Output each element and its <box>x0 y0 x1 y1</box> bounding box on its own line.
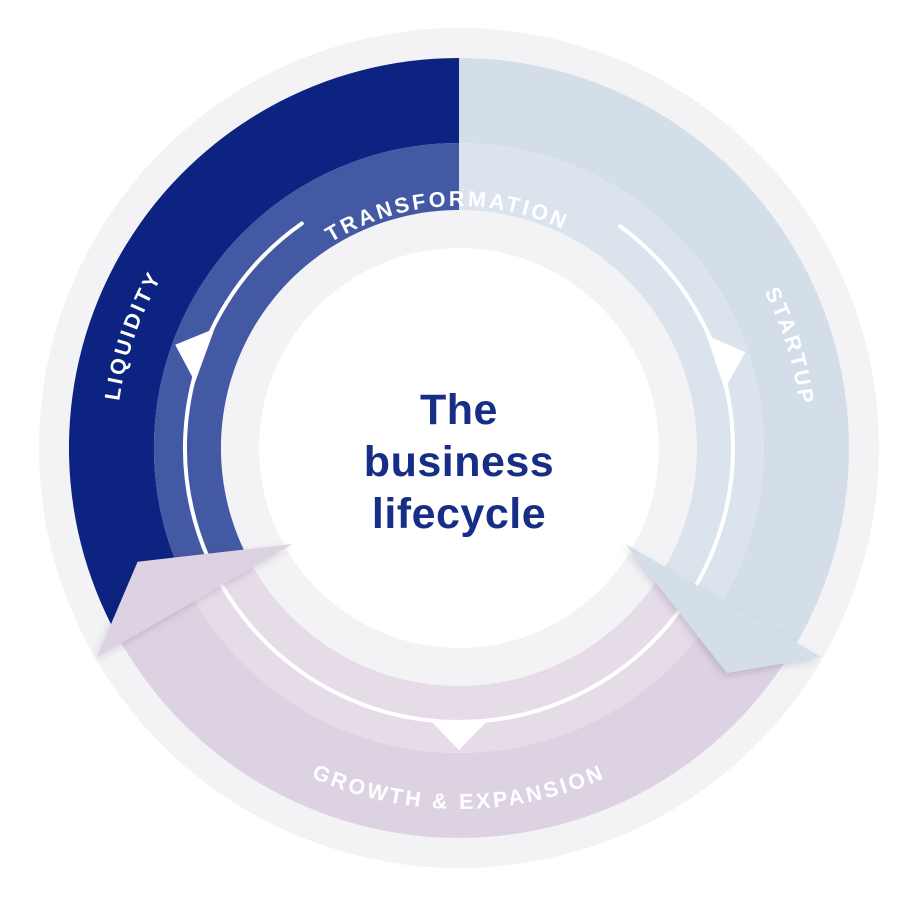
center-white-disc <box>259 248 659 648</box>
segment-navy-outer-band <box>68 57 459 626</box>
flow-arrow-right-icon <box>706 335 746 390</box>
segment-startup <box>459 58 849 643</box>
segment-lavender-inner-band <box>194 567 724 753</box>
growth-segment-arrowhead <box>97 544 293 657</box>
center-title-line3: lifecycle <box>372 490 546 538</box>
segment-blue-inner-band <box>459 143 764 601</box>
flow-arrow-bottom-icon <box>430 720 488 750</box>
flow-arrow-left-icon <box>175 328 215 383</box>
startup-segment-arrowhead <box>625 544 821 673</box>
segment-liquidity-transformation <box>68 57 459 626</box>
center-title-line2: business <box>364 438 554 486</box>
segment-navy-inner-band <box>153 143 459 587</box>
segment-lavender-outer-band <box>121 600 797 838</box>
segment-blue-outer-band <box>459 58 849 643</box>
segment-growth-expansion <box>121 567 797 838</box>
center-title-line1: The <box>420 386 498 434</box>
center-title: The business lifecycle <box>364 386 554 538</box>
